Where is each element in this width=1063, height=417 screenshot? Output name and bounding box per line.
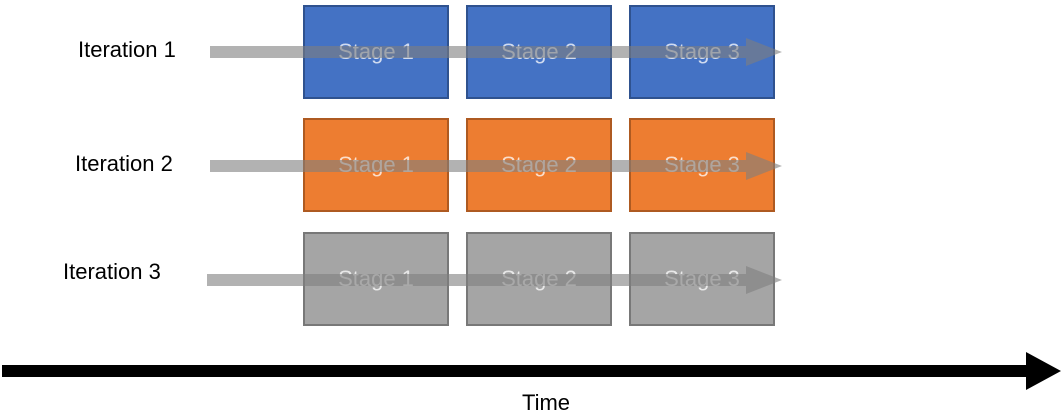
time-axis-label: Time: [521, 390, 571, 415]
iteration-label: Iteration 3: [63, 259, 161, 284]
iteration-flow-arrow: [207, 266, 782, 294]
iteration-label: Iteration 2: [75, 151, 173, 176]
iteration-label: Iteration 1: [78, 37, 176, 62]
time-axis-arrow: [2, 352, 1061, 390]
iteration-flow-arrow: [210, 38, 782, 66]
iteration-flow-arrow: [210, 152, 782, 180]
